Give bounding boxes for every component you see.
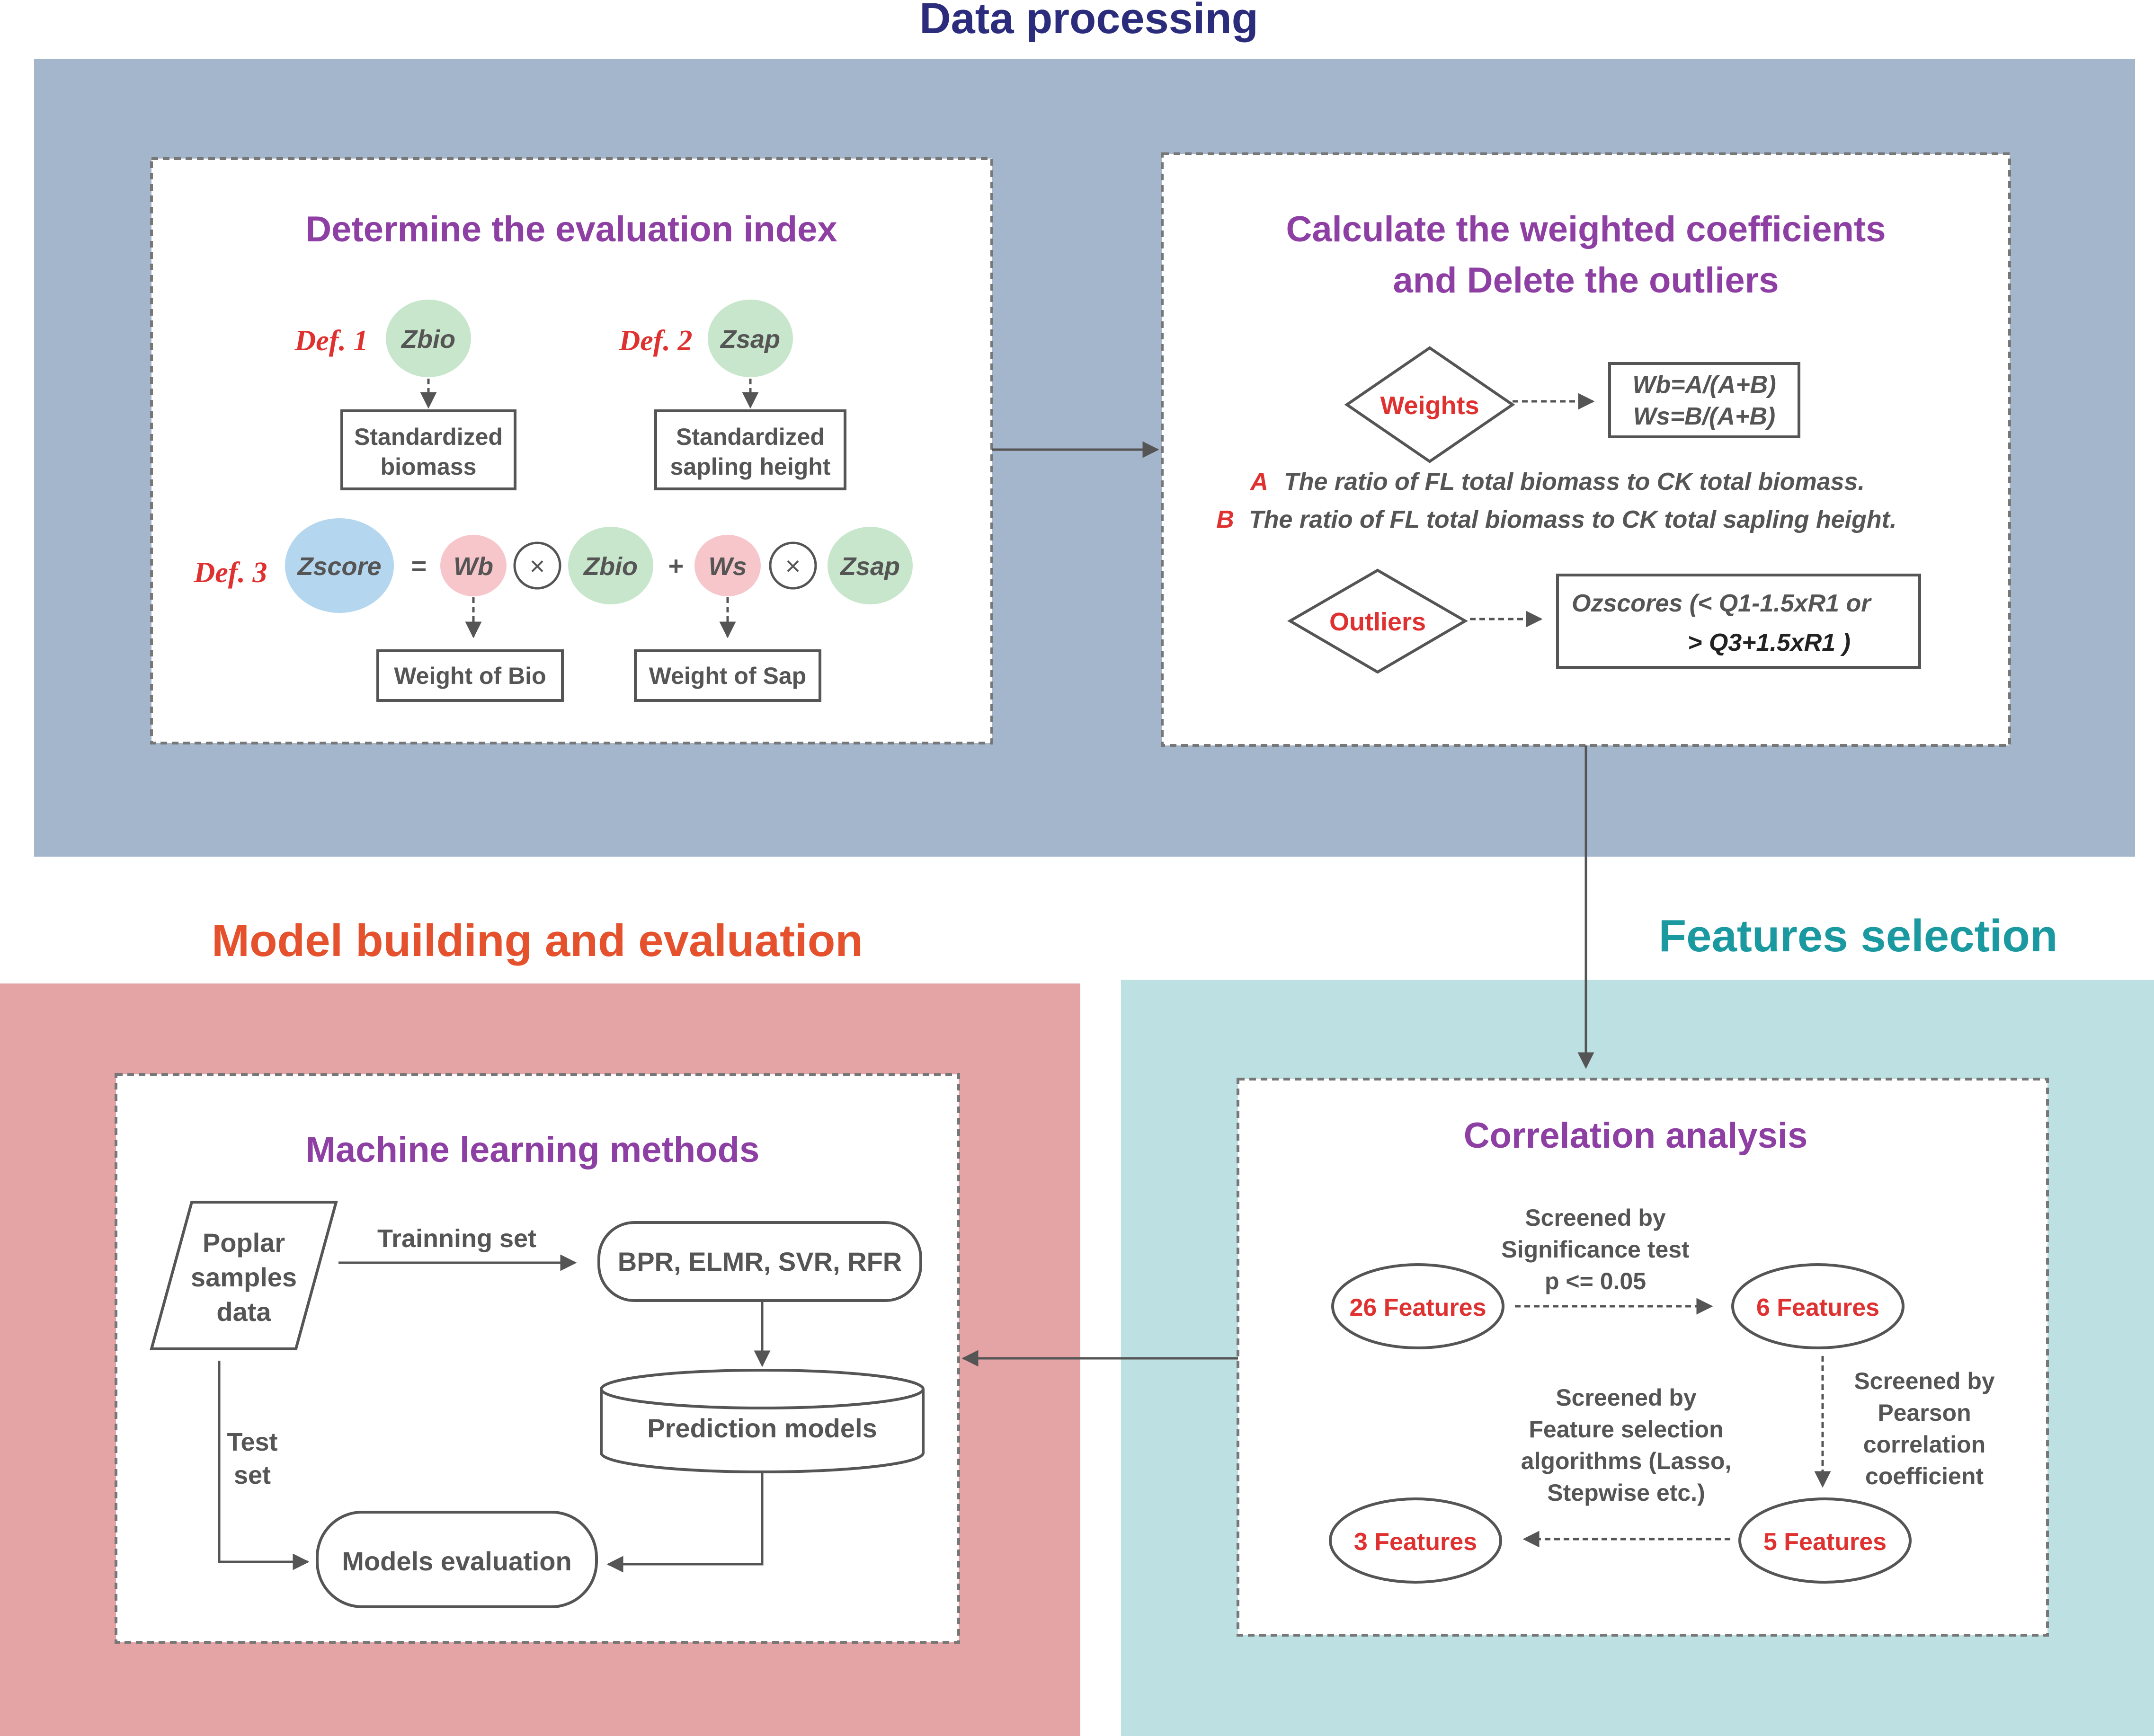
model-building-title: Model building and evaluation [212, 915, 863, 966]
poplar-data-parallelogram [150, 1201, 338, 1350]
multiply-operator-1 [513, 541, 561, 590]
zbio-circle-2 [568, 527, 653, 604]
fs-algo-line1: Screened by [1556, 1384, 1697, 1411]
weights-diamond [1344, 346, 1515, 463]
equals-sign: = [411, 551, 427, 581]
ws-label: Ws [709, 552, 747, 581]
def1-label: Def. 1 [294, 325, 368, 357]
ml-methods-label: BPR, ELMR, SVR, RFR [618, 1247, 902, 1276]
features-26-label: 26 Features [1349, 1294, 1486, 1321]
prediction-models-label: Prediction models [647, 1413, 877, 1443]
features-selection-title: Features selection [1659, 911, 2058, 961]
models-evaluation-label: Models evaluation [342, 1546, 571, 1576]
multiply-operator-2 [769, 541, 817, 590]
wb-circle [440, 535, 507, 596]
a-description: The ratio of FL total biomass to CK tota… [1284, 468, 1865, 496]
std-biomass-line1: Standardized [354, 424, 503, 450]
models-evaluation-box [316, 1511, 598, 1608]
prediction-models-cylinder-top [600, 1369, 925, 1409]
plus-sign: + [668, 551, 684, 581]
ws-circle [694, 535, 761, 596]
pearson-line4: coefficient [1865, 1463, 1984, 1489]
evaluation-index-panel [150, 157, 993, 744]
ozscores-line1: Ozscores (< Q1-1.5xR1 or [1572, 590, 1872, 617]
std-sapling-box [654, 409, 846, 490]
std-sapling-line1: Standardized [676, 424, 825, 450]
features-3-node [1329, 1497, 1502, 1584]
test-set-line2: set [234, 1461, 271, 1489]
evaluation-panel-title: Determine the evaluation index [305, 209, 837, 249]
zbio-circle [386, 300, 471, 377]
ozscores-box [1556, 574, 1921, 669]
zbio-label-2: Zbio [583, 552, 638, 581]
multiply-sign-2: × [785, 551, 801, 581]
fs-algo-line3: algorithms (Lasso, [1521, 1448, 1732, 1474]
pearson-line1: Screened by [1854, 1368, 1995, 1394]
wb-formula: Wb=A/(A+B) [1632, 371, 1776, 399]
zsap-circle-2 [828, 527, 913, 604]
std-biomass-line2: biomass [381, 453, 477, 480]
weights-formula-box [1608, 362, 1800, 438]
multiply-sign-1: × [530, 551, 545, 581]
weight-sap-box [634, 649, 821, 702]
ml-panel-title: Machine learning methods [306, 1130, 760, 1170]
zscore-label: Zscore [296, 552, 381, 581]
fs-algo-line2: Feature selection [1529, 1416, 1723, 1443]
training-set-label: Trainning set [377, 1224, 536, 1253]
weight-sap-label: Weight of Sap [649, 663, 806, 689]
zsap-circle [708, 300, 793, 377]
zsap-label-2: Zsap [839, 552, 900, 581]
features-26-node [1331, 1263, 1504, 1349]
weights-panel-title-line1: Calculate the weighted coefficients [1286, 209, 1886, 249]
pearson-line2: Pearson [1878, 1399, 1971, 1426]
zscore-circle [285, 518, 394, 613]
wb-label: Wb [454, 552, 493, 581]
sig-test-line2: Significance test [1501, 1236, 1690, 1263]
fs-algo-line4: Stepwise etc.) [1547, 1479, 1705, 1506]
models-to-evaluation-arrow [606, 1472, 764, 1573]
zsap-label: Zsap [720, 325, 780, 354]
correlation-panel-title: Correlation analysis [1464, 1116, 1808, 1156]
features-5-label: 5 Features [1763, 1528, 1887, 1556]
std-biomass-box [340, 409, 516, 490]
features-6-label: 6 Features [1756, 1294, 1879, 1321]
ws-formula: Ws=B/(A+B) [1633, 403, 1775, 430]
weights-diamond-label: Weights [1380, 391, 1479, 420]
features-6-node [1731, 1263, 1905, 1349]
b-description: The ratio of FL total biomass to CK tota… [1249, 506, 1896, 533]
sig-test-line3: p <= 0.05 [1545, 1268, 1646, 1294]
std-sapling-line2: sapling height [670, 453, 831, 480]
test-set-arrow [218, 1361, 310, 1570]
zbio-label: Zbio [401, 325, 455, 354]
poplar-data-line1: Poplar [203, 1228, 285, 1258]
pearson-line3: correlation [1863, 1431, 1985, 1458]
weight-bio-box [376, 649, 564, 702]
weights-panel-title-line2: and Delete the outliers [1393, 260, 1779, 301]
outliers-diamond-label: Outliers [1329, 608, 1426, 636]
def3-label: Def. 3 [194, 557, 267, 589]
poplar-data-line2: samples [191, 1262, 297, 1292]
ml-methods-box [597, 1221, 922, 1302]
a-label: A [1249, 468, 1268, 496]
features-5-node [1738, 1497, 1912, 1584]
data-processing-title: Data processing [919, 0, 1258, 43]
test-set-line1: Test [227, 1428, 277, 1456]
sig-test-line1: Screened by [1525, 1205, 1666, 1231]
poplar-data-line3: data [216, 1297, 271, 1327]
features-3-label: 3 Features [1354, 1528, 1477, 1556]
ozscores-line2: > Q3+1.5xR1 ) [1688, 629, 1851, 656]
outliers-diamond [1287, 568, 1468, 674]
b-label: B [1216, 506, 1234, 533]
weight-bio-label: Weight of Bio [394, 663, 546, 689]
def2-label: Def. 2 [619, 325, 693, 357]
